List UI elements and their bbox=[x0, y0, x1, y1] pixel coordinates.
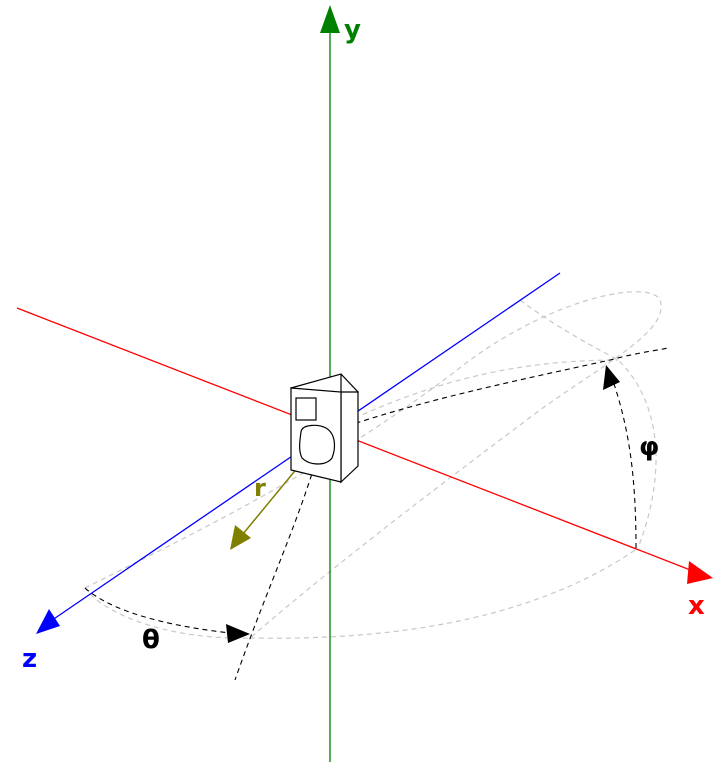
theta-direction-line bbox=[234, 439, 323, 681]
theta-label: θ bbox=[142, 625, 160, 655]
phi-arc bbox=[611, 377, 637, 549]
sphere-guides bbox=[84, 291, 662, 639]
phi-arrowhead bbox=[603, 365, 620, 390]
y-axis-label: y bbox=[344, 15, 361, 45]
x-axis-label: x bbox=[688, 591, 705, 621]
r-label: r bbox=[254, 474, 266, 502]
r-vector-arrowhead bbox=[230, 525, 251, 550]
z-axis-arrowhead bbox=[36, 609, 60, 634]
y-axis-arrowhead bbox=[320, 5, 340, 33]
sphere-lower-arc bbox=[249, 547, 639, 639]
speaker-side-face bbox=[340, 391, 359, 484]
speaker-woofer bbox=[299, 424, 336, 465]
sphere-horizontal-ellipse bbox=[84, 291, 662, 639]
sphere-upper-arc bbox=[329, 359, 619, 431]
loudspeaker-icon bbox=[289, 373, 360, 484]
theta-arrowhead bbox=[226, 624, 250, 643]
phi-label: φ bbox=[639, 432, 659, 462]
x-axis-arrowhead bbox=[687, 561, 713, 584]
phi-direction-line bbox=[329, 347, 669, 433]
sphere-vertical-arc-1 bbox=[519, 299, 657, 549]
theta-arc bbox=[84, 587, 231, 634]
speaker-tweeter bbox=[295, 397, 317, 421]
z-axis-label: z bbox=[22, 644, 37, 674]
